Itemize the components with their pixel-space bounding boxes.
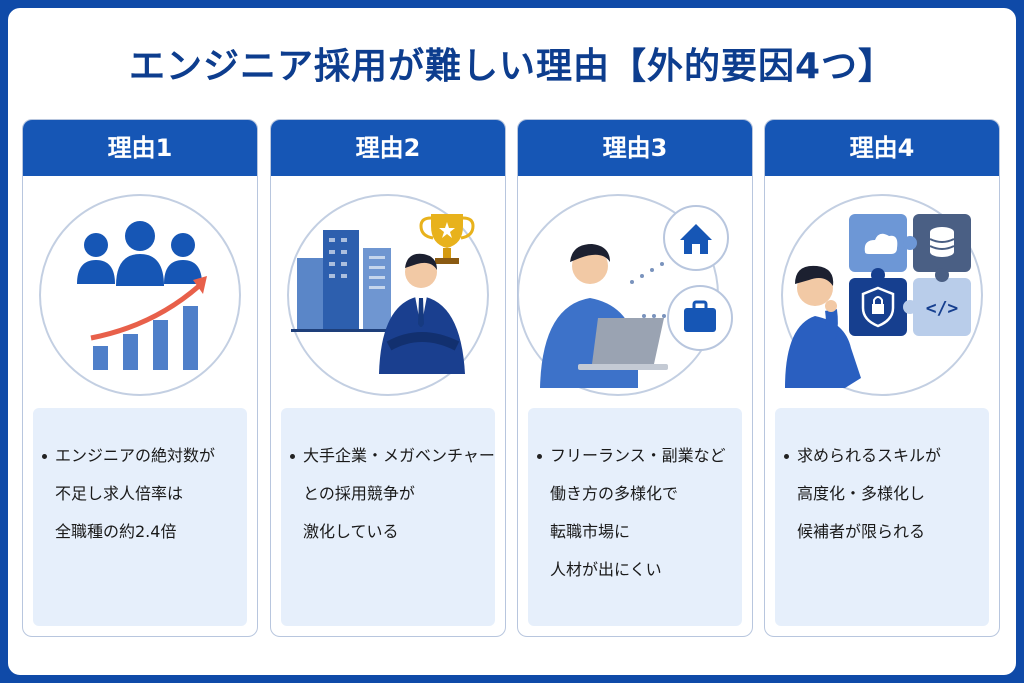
reason-text: 人材が出にくい [550,560,662,579]
bullet-dot-icon [784,454,789,459]
card-header: 理由1 [23,120,257,176]
reason-card-3: 理由3 フリーランス・副業など 働き方の多様化で 転職市場に 人材が出にくい [517,119,753,637]
card-header: 理由2 [271,120,505,176]
reason-text: エンジニアの絶対数が [55,446,216,465]
reason-text: 転職市場に [550,522,631,541]
reason-line: 全職種の約2.4倍 [55,514,215,550]
reason-text-panel: 大手企業・メガベンチャー との採用競争が 激化している [281,408,495,626]
buildings-businessman-trophy-icon [287,194,489,396]
reason-text: 求められるスキルが [797,446,942,465]
reason-line: 働き方の多様化で [550,476,726,512]
reason-card-2: 理由2 大手企業・メガベンチャー との採用競 [270,119,506,637]
reason-line: 高度化・多様化し [797,476,941,512]
page-title: エンジニア採用が難しい理由【外的要因4つ】 [128,46,896,87]
person-thinking-puzzle-skills-icon: </> [781,194,983,396]
reason-text-panel: エンジニアの絶対数が 不足し求人倍率は 全職種の約2.4倍 [33,408,247,626]
reason-text-panel: 求められるスキルが 高度化・多様化し 候補者が限られる [775,408,989,626]
reason-line: エンジニアの絶対数が [42,438,216,474]
reason-text: 働き方の多様化で [550,484,679,503]
person-laptop-home-briefcase-icon [518,194,733,396]
bullet-dot-icon [290,454,295,459]
reason-line: 人材が出にくい [550,552,726,588]
reason-text: 高度化・多様化し [797,484,926,503]
reason-text: 大手企業・メガベンチャー [303,446,495,465]
reason-line: との採用競争が [303,476,495,512]
reason-text: との採用競争が [303,484,415,503]
reason-text: 候補者が限られる [797,522,926,541]
svg-text:</>: </> [926,298,959,319]
reason-line: 大手企業・メガベンチャー [290,438,495,474]
reason-text: 激化している [303,522,399,541]
reason-text-panel: フリーランス・副業など 働き方の多様化で 転職市場に 人材が出にくい [528,408,742,626]
reason-text: 全職種の約2.4倍 [55,522,177,541]
reason-card-4: 理由4 </> 求められるスキルが 高度化・多様化し [764,119,1000,637]
reason-line: フリーランス・副業など [537,438,726,474]
reason-line: 求められるスキルが [784,438,942,474]
reason-line: 候補者が限られる [797,514,941,550]
reason-line: 転職市場に [550,514,726,550]
people-growth-chart-icon [39,194,241,396]
card-header: 理由4 [765,120,999,176]
card-header: 理由3 [518,120,752,176]
reason-text: 不足し求人倍率は [55,484,184,503]
bullet-dot-icon [537,454,542,459]
bullet-dot-icon [42,454,47,459]
reason-line: 激化している [303,514,495,550]
reason-text: フリーランス・副業など [550,446,726,465]
reason-line: 不足し求人倍率は [55,476,215,512]
reason-card-1: 理由1 エンジニアの絶対数が 不足し求人倍率は 全職種の約2.4倍 [22,119,258,637]
